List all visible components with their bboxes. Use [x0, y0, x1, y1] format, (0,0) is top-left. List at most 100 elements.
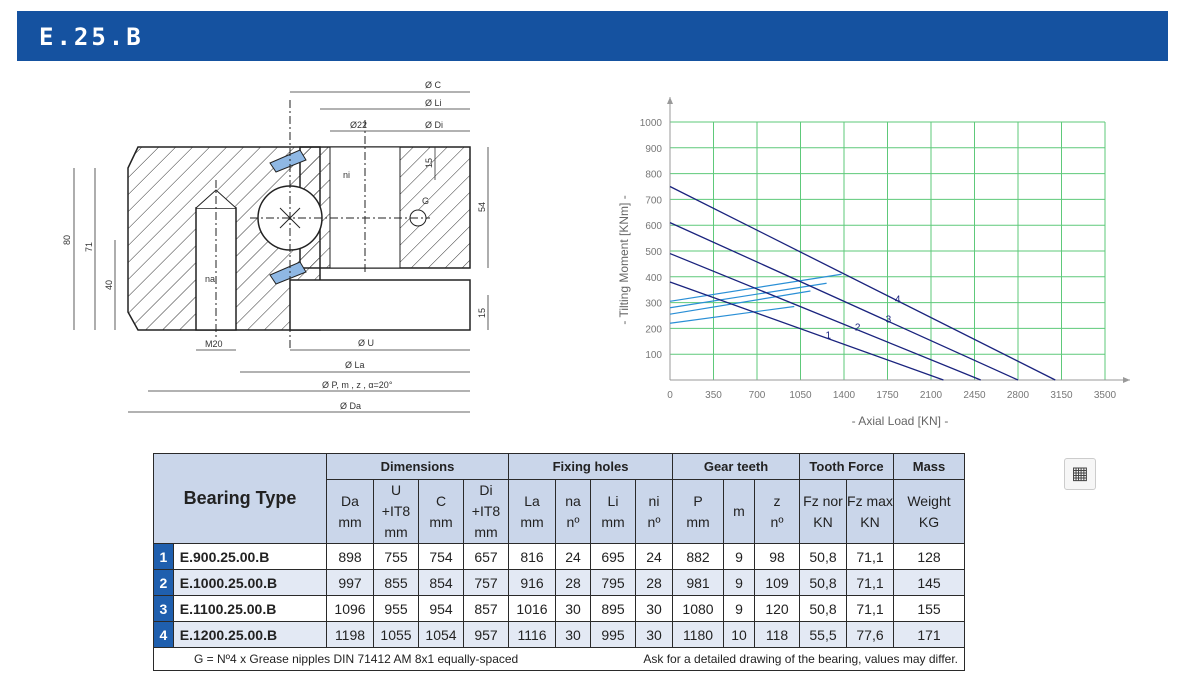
- column-header-line: +IT8: [471, 503, 501, 519]
- group-gear-teeth: Gear teeth: [672, 453, 800, 480]
- dim-h80: 80: [62, 235, 72, 245]
- series-label-3: 3: [886, 314, 892, 325]
- column-header-line: m: [733, 503, 745, 519]
- table-cell: 155: [893, 595, 965, 622]
- table-cell: 816: [508, 543, 556, 570]
- column-header-line: mm: [474, 524, 498, 540]
- table-cell: 1016: [508, 595, 556, 622]
- x-tick-label: 1050: [789, 390, 812, 401]
- series-line-1: [669, 281, 944, 381]
- dim-g: G: [422, 196, 429, 206]
- column-header-line: Weight: [907, 492, 951, 509]
- table-cell: 50,8: [799, 543, 847, 570]
- series-line-2: [669, 252, 981, 381]
- table-cell: 55,5: [799, 621, 847, 648]
- dim-h54: 54: [477, 202, 487, 212]
- column-header-line: KN: [860, 513, 880, 530]
- y-tick-label: 600: [645, 221, 662, 232]
- table-cell: 854: [418, 569, 464, 596]
- dim-na: na: [205, 274, 215, 284]
- table-cell: 30: [635, 621, 673, 648]
- column-header-line: C: [435, 492, 447, 509]
- x-tick-label: 1400: [833, 390, 856, 401]
- row-number: 2: [153, 569, 174, 596]
- column-header-line: mm: [338, 513, 362, 530]
- column-header-line: Da: [341, 492, 359, 509]
- x-tick-label: 2800: [1007, 390, 1030, 401]
- column-header-line: nº: [647, 513, 661, 530]
- dim-h15-top: 15: [424, 158, 434, 168]
- table-cell: 1180: [672, 621, 724, 648]
- column-header-line: KN: [813, 513, 833, 530]
- column-header-line: mm: [601, 513, 625, 530]
- table-cell: 109: [754, 569, 800, 596]
- group-fixing-holes: Fixing holes: [508, 453, 673, 480]
- series-line-4: [669, 185, 1056, 381]
- dim-ni: ni: [343, 170, 350, 180]
- column-header: Li mm: [590, 479, 636, 544]
- table-cell: 24: [555, 543, 591, 570]
- chart-xlabel: - Axial Load [KN] -: [852, 414, 949, 428]
- bolt-limit-line: [669, 273, 842, 302]
- table-cell: 981: [672, 569, 724, 596]
- table-cell: 995: [590, 621, 636, 648]
- y-tick-label: 300: [645, 299, 662, 310]
- column-header-line: na: [565, 492, 581, 509]
- table-cell: 71,1: [846, 543, 894, 570]
- table-cell: 24: [635, 543, 673, 570]
- page-title: E.25.B: [39, 23, 144, 51]
- bearing-name: E.1200.25.00.B: [172, 621, 328, 648]
- dim-h15-bottom: 15: [477, 308, 487, 318]
- table-cell: 9: [723, 543, 755, 570]
- chart-grid: [670, 121, 1106, 380]
- y-tick-label: 1000: [640, 118, 663, 129]
- table-cell: 795: [590, 569, 636, 596]
- x-tick-label: 3150: [1050, 390, 1073, 401]
- table-cell: 30: [635, 595, 673, 622]
- bearing-name: E.1000.25.00.B: [172, 569, 328, 596]
- dim-li: Ø Li: [425, 98, 442, 108]
- row-number: 3: [153, 595, 174, 622]
- dim-d22: Ø22: [350, 120, 367, 130]
- series-label-1: 1: [826, 331, 832, 342]
- bearing-name: E.900.25.00.B: [172, 543, 328, 570]
- x-tick-label: 0: [667, 390, 673, 401]
- chart-bolt-lines: [669, 273, 842, 324]
- chart-axes: [667, 97, 1130, 383]
- column-header-line: P: [693, 492, 703, 509]
- calculator-icon[interactable]: ▦: [1064, 458, 1096, 490]
- table-cell: 1055: [373, 621, 419, 648]
- column-header-line: nº: [566, 513, 580, 530]
- x-tick-label: 2100: [920, 390, 943, 401]
- column-header-line: ni: [648, 492, 660, 509]
- bearing-spec-table: Bearing Type Dimensions Fixing holes Gea…: [153, 453, 965, 671]
- bearing-type-header: Bearing Type: [153, 453, 327, 544]
- column-header-line: nº: [770, 513, 784, 530]
- x-tick-label: 350: [705, 390, 722, 401]
- dim-h71: 71: [84, 242, 94, 252]
- column-header-line: z: [773, 492, 781, 509]
- column-header-line: La: [524, 492, 540, 509]
- title-banner: E.25.B: [17, 11, 1168, 61]
- table-cell: 1096: [326, 595, 374, 622]
- table-cell: 895: [590, 595, 636, 622]
- table-cell: 957: [463, 621, 509, 648]
- x-tick-label: 3500: [1094, 390, 1117, 401]
- table-cell: 71,1: [846, 569, 894, 596]
- table-footer: G = Nº4 x Grease nipples DIN 71412 AM 8x…: [153, 647, 965, 671]
- dim-u: Ø U: [358, 338, 374, 348]
- bearing-cross-section-drawing: Ø C Ø Li Ø Di Ø22 ni G na Ø U Ø La Ø P, …: [62, 80, 489, 413]
- dim-p: Ø P, m , z , α=20°: [322, 380, 393, 390]
- column-header-line: Li: [607, 492, 619, 509]
- y-tick-label: 200: [645, 324, 662, 335]
- bolt-limit-line: [669, 305, 795, 324]
